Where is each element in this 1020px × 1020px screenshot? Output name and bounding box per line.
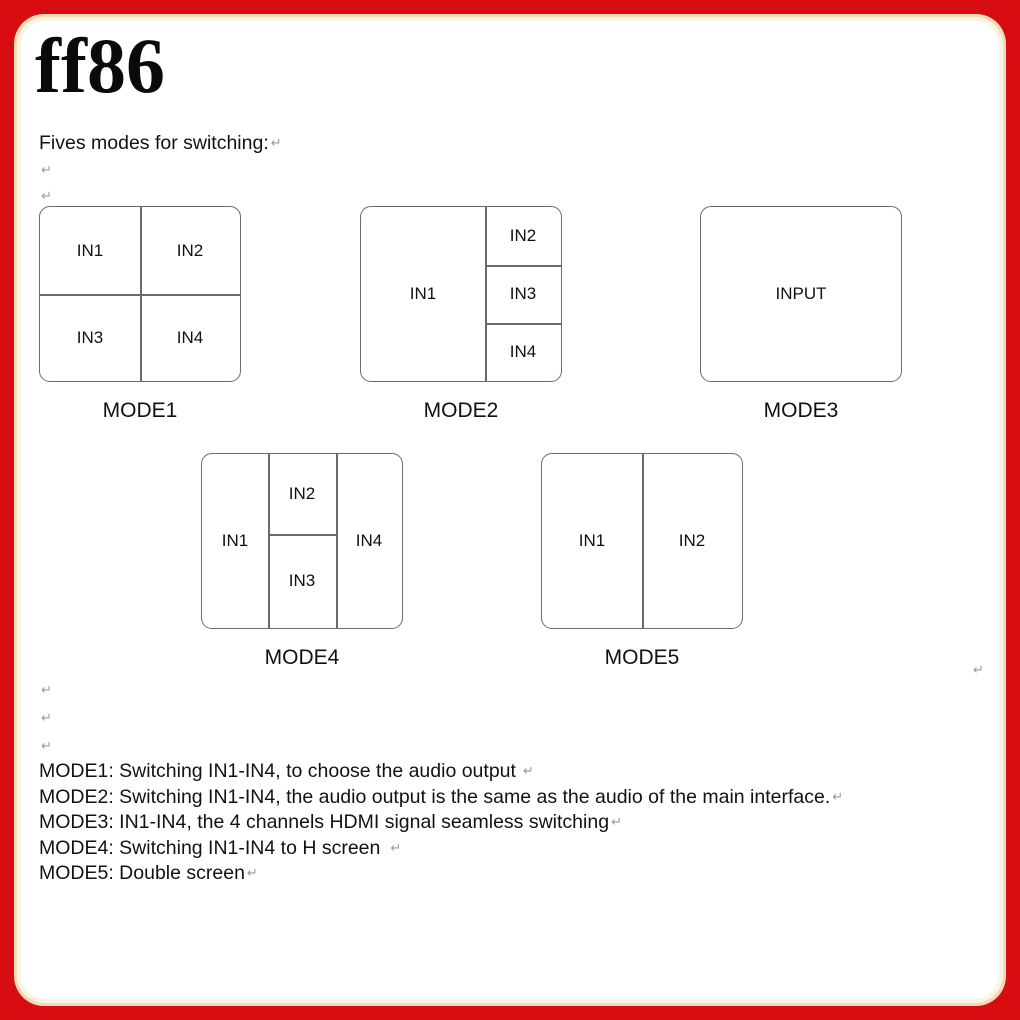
mode-description-text: MODE5: Double screen bbox=[39, 862, 245, 884]
divider-horizontal bbox=[40, 294, 240, 296]
cell-label: IN1 bbox=[578, 531, 606, 550]
return-mark-icon: ↵ bbox=[832, 789, 844, 805]
return-mark-icon: ↵ bbox=[973, 663, 984, 678]
mode-description-row: MODE3: IN1-IN4, the 4 channels HDMI sign… bbox=[39, 810, 843, 836]
mode-diagram-mode2: IN1 IN2 IN3 IN4 MODE2 bbox=[360, 206, 562, 422]
cell-label: IN2 bbox=[509, 225, 537, 245]
cell-label: IN1 bbox=[409, 284, 437, 303]
return-mark-icon: ↵ bbox=[41, 739, 52, 754]
cell-in2: IN2 bbox=[140, 207, 240, 294]
cell-label: IN3 bbox=[288, 571, 316, 590]
cell-label: INPUT bbox=[775, 284, 827, 303]
cell-in3: IN3 bbox=[268, 534, 336, 628]
mode-description-text: MODE4: Switching IN1-IN4 to H screen bbox=[39, 836, 381, 859]
cell-label: IN4 bbox=[509, 342, 537, 362]
cell-label: IN2 bbox=[678, 531, 706, 550]
cell-in1: IN1 bbox=[202, 454, 268, 628]
divider-vertical bbox=[485, 207, 487, 381]
cell-in4: IN4 bbox=[140, 294, 240, 381]
mode-diagram-mode1: IN1 IN2 IN3 IN4 MODE1 bbox=[39, 206, 241, 422]
screen-box-mode2: IN1 IN2 IN3 IN4 bbox=[360, 206, 562, 382]
cell-in1: IN1 bbox=[361, 207, 485, 381]
cell-in4: IN4 bbox=[336, 454, 402, 628]
return-mark-icon: ↵ bbox=[246, 866, 258, 881]
cell-label: IN2 bbox=[288, 484, 316, 504]
document-content: ff86 Fives modes for switching:↵ ↵ ↵ IN1… bbox=[21, 21, 999, 999]
mode-description-text: MODE1: Switching IN1-IN4, to choose the … bbox=[39, 760, 516, 782]
cell-label: IN1 bbox=[76, 240, 104, 260]
mode-description-row: MODE2: Switching IN1-IN4, the audio outp… bbox=[39, 785, 843, 811]
cell-in4: IN4 bbox=[485, 323, 561, 381]
mode-caption-mode5: MODE5 bbox=[604, 646, 680, 669]
mode-description-row: MODE5: Double screen↵ bbox=[39, 861, 843, 887]
return-mark-icon: ↵ bbox=[522, 764, 534, 779]
divider-vertical bbox=[336, 454, 338, 628]
mode-diagram-mode3: INPUT MODE3 bbox=[700, 206, 902, 422]
cell-in2: IN2 bbox=[642, 454, 742, 628]
cell-in3: IN3 bbox=[40, 294, 140, 381]
return-mark-icon: ↵ bbox=[390, 840, 402, 856]
mode-description-row: MODE1: Switching IN1-IN4, to choose the … bbox=[39, 759, 843, 785]
return-mark-icon: ↵ bbox=[41, 189, 52, 204]
divider-horizontal bbox=[485, 264, 561, 267]
cell-in1: IN1 bbox=[542, 454, 642, 628]
document-canvas: ff86 Fives modes for switching:↵ ↵ ↵ IN1… bbox=[21, 21, 999, 999]
cell-label: IN2 bbox=[176, 240, 204, 260]
mode-caption-mode1: MODE1 bbox=[102, 399, 178, 422]
cell-in1: IN1 bbox=[40, 207, 140, 294]
mode-caption-mode4: MODE4 bbox=[264, 646, 340, 669]
return-mark-icon: ↵ bbox=[270, 136, 282, 151]
return-mark-icon: ↵ bbox=[41, 683, 52, 698]
cell-label: IN1 bbox=[221, 531, 249, 550]
page-title: ff86 bbox=[35, 22, 165, 109]
cell-label: IN3 bbox=[509, 283, 537, 303]
divider-vertical bbox=[642, 454, 644, 628]
return-mark-icon: ↵ bbox=[41, 711, 52, 726]
cell-label: IN4 bbox=[355, 531, 383, 550]
mode-description-row: MODE4: Switching IN1-IN4 to H screen ↵ bbox=[39, 836, 843, 862]
screen-box-mode5: IN1 IN2 bbox=[541, 453, 743, 629]
screen-box-mode3: INPUT bbox=[700, 206, 902, 382]
screen-box-mode4: IN1 IN2 IN3 IN4 bbox=[201, 453, 403, 629]
mode-diagram-mode4: IN1 IN2 IN3 IN4 MODE4 bbox=[201, 453, 403, 669]
mode-caption-mode2: MODE2 bbox=[423, 399, 499, 422]
mode-caption-mode3: MODE3 bbox=[763, 399, 839, 422]
cell-in2: IN2 bbox=[485, 207, 561, 265]
divider-vertical bbox=[268, 454, 270, 628]
divider-horizontal bbox=[485, 323, 561, 325]
screen-box-mode1: IN1 IN2 IN3 IN4 bbox=[39, 206, 241, 382]
cell-input: INPUT bbox=[701, 207, 901, 381]
return-mark-icon: ↵ bbox=[41, 163, 52, 178]
cell-label: IN4 bbox=[176, 327, 204, 347]
divider-horizontal bbox=[268, 534, 336, 536]
mode-description-list: MODE1: Switching IN1-IN4, to choose the … bbox=[39, 759, 843, 887]
mode-description-text: MODE3: IN1-IN4, the 4 channels HDMI sign… bbox=[39, 811, 610, 833]
cell-label: IN3 bbox=[76, 327, 104, 347]
mode-description-text: MODE2: Switching IN1-IN4, the audio outp… bbox=[39, 785, 831, 808]
cell-in3: IN3 bbox=[485, 265, 561, 323]
intro-heading: Fives modes for switching:↵ bbox=[39, 132, 282, 155]
return-mark-icon: ↵ bbox=[611, 815, 622, 830]
intro-heading-text: Fives modes for switching: bbox=[39, 132, 269, 154]
cell-in2: IN2 bbox=[268, 454, 336, 534]
mode-diagram-mode5: IN1 IN2 MODE5 bbox=[541, 453, 743, 669]
